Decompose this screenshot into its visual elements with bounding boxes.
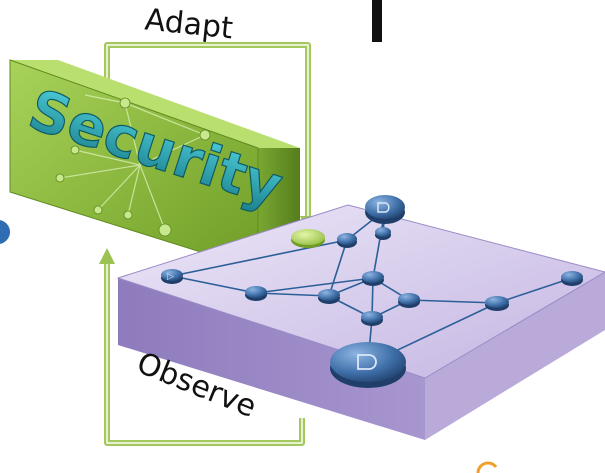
observe-arrow bbox=[104, 262, 305, 446]
router-node-icon bbox=[318, 289, 340, 304]
network-nodes: ▷ bbox=[161, 227, 583, 326]
router-node-icon bbox=[375, 227, 391, 240]
adapt-label: Adapt bbox=[143, 2, 235, 46]
network-plane-front bbox=[118, 278, 425, 440]
router-node-icon bbox=[485, 296, 509, 311]
network-plane bbox=[116, 204, 605, 440]
observe-arrowhead bbox=[99, 248, 115, 264]
controller-node-icon bbox=[330, 342, 406, 388]
router-node-icon bbox=[561, 271, 583, 286]
adapt-arrow bbox=[104, 42, 311, 218]
network-plane-top bbox=[116, 204, 605, 379]
router-node-icon bbox=[362, 271, 384, 286]
router-node-icon bbox=[245, 286, 267, 301]
security-block-top bbox=[10, 60, 300, 148]
router-node-icon bbox=[361, 311, 383, 326]
header-bar-fragment bbox=[372, 0, 382, 42]
router-node-icon: ▷ bbox=[161, 269, 183, 284]
sensor-disc-icon bbox=[291, 229, 325, 248]
router-node-icon bbox=[398, 293, 420, 308]
orange-arc-fragment bbox=[476, 461, 498, 473]
network-plane-side bbox=[425, 272, 605, 440]
security-block-nodes bbox=[55, 97, 211, 237]
partial-circle-icon bbox=[0, 220, 10, 244]
router-node-icon bbox=[337, 233, 357, 248]
security-block-network bbox=[59, 94, 206, 231]
controller-node-icon bbox=[365, 195, 405, 224]
svg-text:▷: ▷ bbox=[167, 272, 174, 282]
